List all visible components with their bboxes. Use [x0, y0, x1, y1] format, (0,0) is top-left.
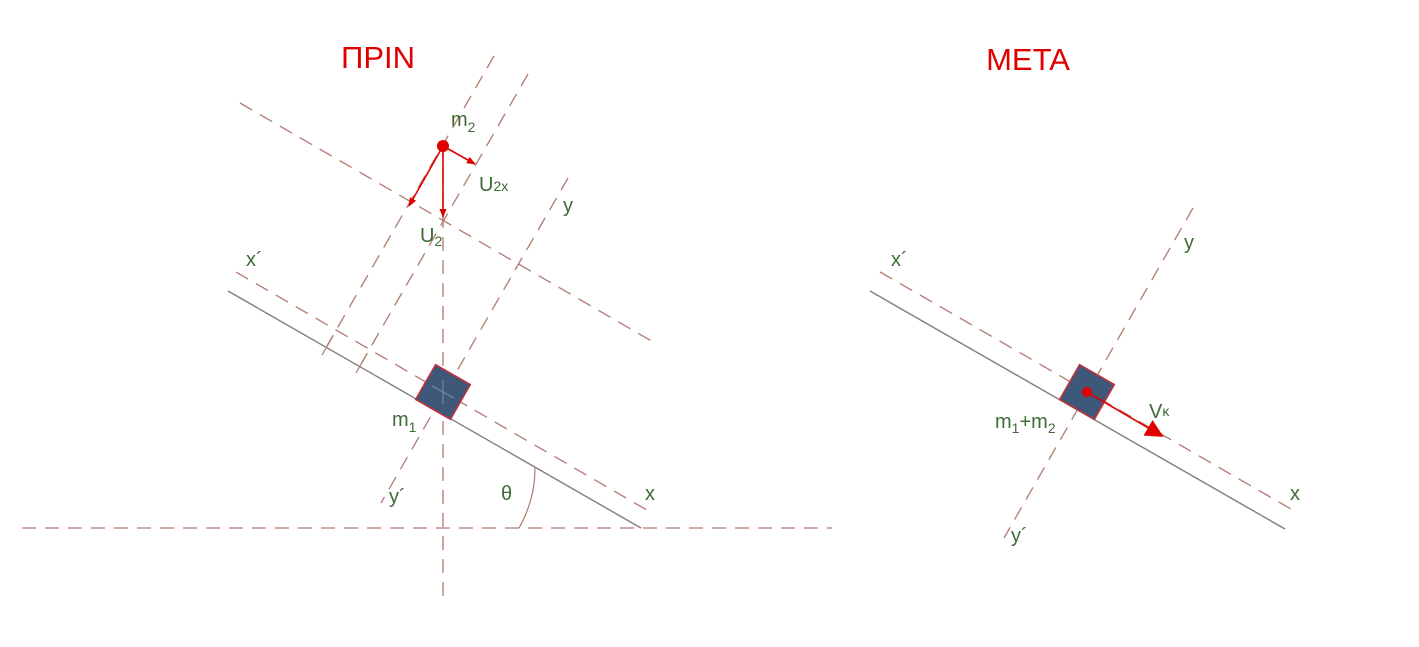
- after-y-label: y: [1184, 232, 1194, 254]
- projection-line-1: [326, 55, 495, 347]
- m2-label: m2: [451, 109, 476, 135]
- m2-parallel-line: [239, 102, 656, 344]
- after-y-axis-line: [1003, 207, 1194, 539]
- combined-mass-label: m1+m2: [995, 411, 1056, 436]
- u2-label: U2: [420, 225, 442, 249]
- projection-line-2: [360, 73, 529, 365]
- tick-mark-2: [355, 353, 368, 374]
- vk-arrow: [1086, 391, 1164, 437]
- before-panel: ΠΡΙΝ m2 U2x U2 y x´: [22, 40, 832, 604]
- before-title: ΠΡΙΝ: [341, 40, 415, 75]
- before-x-prime-label: x´: [246, 249, 263, 271]
- after-x-prime-label: x´: [891, 249, 908, 271]
- u2y-arrow: [408, 145, 444, 207]
- after-y-prime-label: y´: [1011, 525, 1028, 547]
- combined-mass-point: [1082, 387, 1092, 397]
- after-title: ΜΕΤΑ: [986, 42, 1070, 77]
- y-axis-line: [380, 177, 569, 504]
- tick-mark-1: [321, 335, 334, 356]
- m2-point: [437, 140, 449, 152]
- u2x-label: U2x: [479, 174, 508, 196]
- vk-label: Vκ: [1149, 401, 1170, 423]
- block-m1-crosshair-h: [431, 385, 455, 399]
- before-x-label: x: [645, 483, 655, 505]
- before-y-label: y: [563, 195, 573, 217]
- after-panel: ΜΕΤΑ y x´ Vκ m1+m2 x y´: [869, 42, 1300, 547]
- m1-label: m1: [392, 409, 417, 435]
- after-x-label: x: [1290, 483, 1300, 505]
- u2x-arrow: [442, 145, 476, 165]
- theta-label: θ: [501, 483, 512, 505]
- before-y-prime-label: y´: [389, 486, 406, 508]
- angle-arc: [518, 466, 536, 529]
